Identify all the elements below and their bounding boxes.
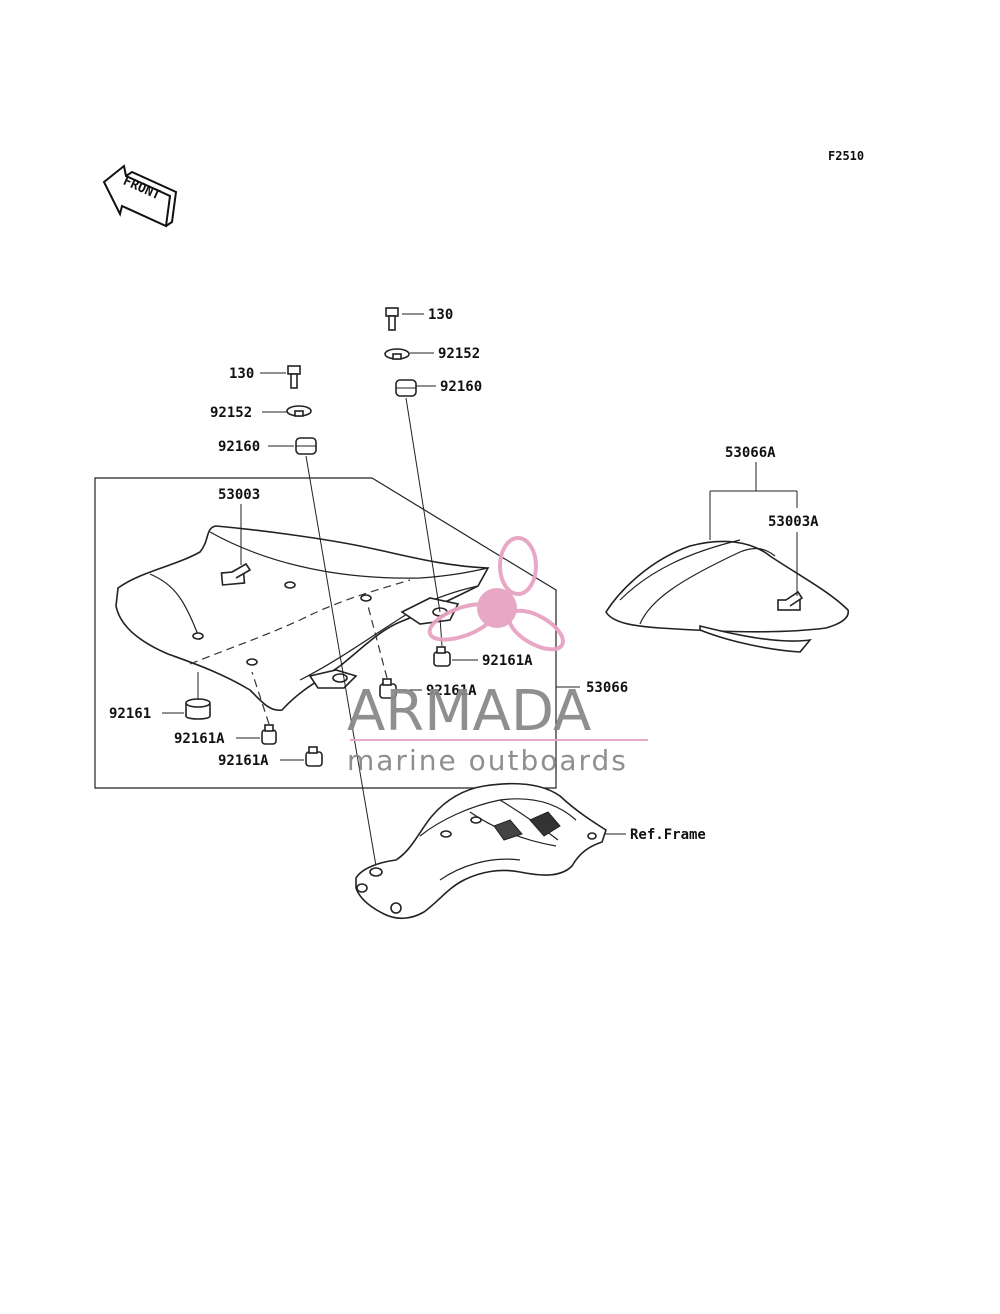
label-damper-large: 92161	[109, 706, 151, 722]
label-washer-left: 92152	[210, 405, 252, 421]
seat-assembly-frame	[94, 477, 557, 789]
label-rear-seat-assembly: 53066A	[725, 445, 776, 461]
label-seat-cover: 53003	[218, 487, 260, 503]
damper-large	[185, 698, 211, 720]
label-washer-right: 92152	[438, 346, 480, 362]
rear-seat	[605, 539, 850, 653]
washer-right	[384, 348, 410, 360]
washer-left	[286, 405, 312, 417]
grommet-right	[395, 379, 417, 397]
label-frame-ref: Ref.Frame	[630, 827, 706, 843]
watermark-tagline: marine outboards	[347, 744, 628, 777]
label-rear-seat-cover: 53003A	[768, 514, 819, 530]
damper-a-2	[305, 746, 323, 767]
label-bolt-right: 130	[428, 307, 453, 323]
bolt-left	[287, 365, 301, 389]
damper-a-4	[433, 646, 451, 667]
label-bolt-left: 130	[229, 366, 254, 382]
damper-a-3	[379, 678, 397, 699]
frame	[355, 782, 607, 920]
watermark-brand: ARMADA	[347, 679, 591, 744]
label-damper-a-1: 92161A	[174, 731, 225, 747]
bolt-right	[385, 307, 399, 331]
front-seat	[115, 525, 490, 712]
label-damper-a-4: 92161A	[482, 653, 533, 669]
grommet-left	[295, 437, 317, 455]
damper-a-1	[261, 724, 277, 745]
label-grommet-left: 92160	[218, 439, 260, 455]
watermark: ARMADA marine outboards	[347, 536, 648, 777]
figure-code: F2510	[828, 149, 864, 163]
label-grommet-right: 92160	[440, 379, 482, 395]
label-damper-a-3: 92161A	[426, 683, 477, 699]
label-damper-a-2: 92161A	[218, 753, 269, 769]
label-seat-assembly: 53066	[586, 680, 628, 696]
front-arrow-icon: FRONT	[102, 164, 178, 228]
propeller-logo-icon	[427, 536, 565, 652]
